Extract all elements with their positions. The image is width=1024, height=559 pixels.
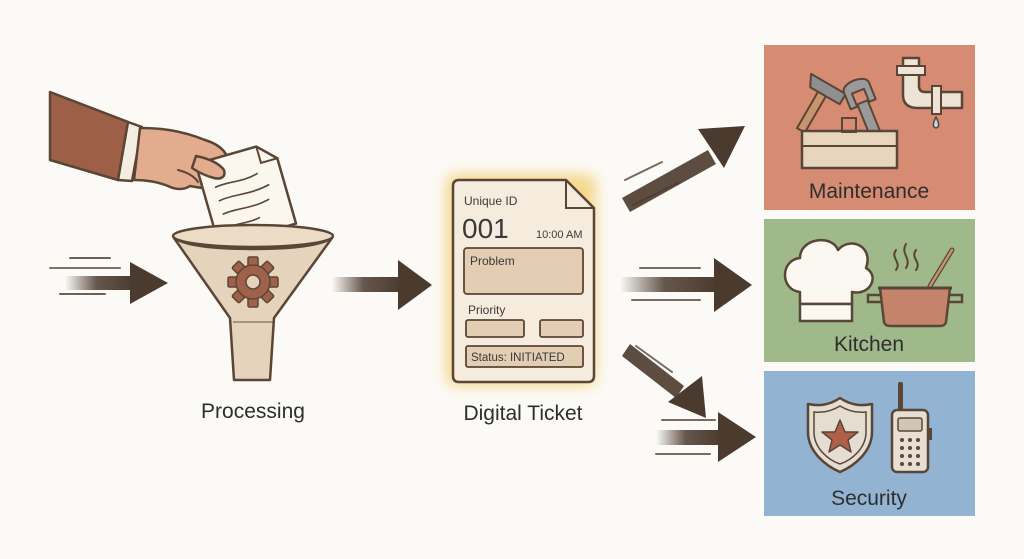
kitchen-panel: Kitchen: [764, 219, 975, 362]
ticket-priority-label: Priority: [468, 303, 505, 317]
digital-ticket-label: Digital Ticket: [463, 402, 583, 425]
wrench-icon: [842, 77, 883, 140]
ticket-priority-field-1: [465, 319, 525, 338]
hammer-icon: [795, 72, 847, 134]
ticket-id-value: 001: [462, 213, 509, 244]
security-panel: Security: [764, 371, 975, 516]
security-label: Security: [831, 487, 907, 510]
hand-with-document: [48, 90, 298, 247]
shield-icon: [806, 396, 874, 474]
incoming-arrow: [49, 257, 168, 304]
ticket-to-security-arrow: [655, 412, 756, 462]
ticket-problem-field: [463, 247, 584, 295]
ticket-to-kitchen-arrow: [620, 258, 752, 312]
dripping-pipe-icon: [896, 56, 964, 129]
toolbox-icon: [800, 117, 899, 170]
ticket-priority-field-2: [539, 319, 584, 338]
cooking-pot-icon: [866, 243, 964, 328]
chef-hat-icon: [783, 238, 874, 323]
ticket-unique-id-label: Unique ID: [464, 194, 518, 208]
processing-to-ticket-arrow: [332, 260, 432, 310]
maintenance-panel: Maintenance: [764, 45, 975, 210]
ticket-problem-label: Problem: [470, 254, 515, 268]
ticket-time: 10:00 AM: [536, 229, 582, 241]
funnel-icon: [171, 223, 335, 382]
digital-ticket: Unique ID 001 10:00 AM Problem Priority …: [446, 174, 596, 386]
ticket-status-field: [465, 345, 584, 368]
gear-icon: [227, 256, 279, 308]
ticket-to-security-arrow-diagonal: [622, 344, 706, 418]
processing-label: Processing: [201, 400, 305, 423]
maintenance-label: Maintenance: [809, 180, 929, 203]
walkie-talkie-icon: [890, 382, 932, 474]
kitchen-label: Kitchen: [834, 333, 904, 356]
ticket-to-maintenance-arrow: [622, 126, 745, 212]
ticket-status-text: Status: INITIATED: [471, 352, 565, 364]
